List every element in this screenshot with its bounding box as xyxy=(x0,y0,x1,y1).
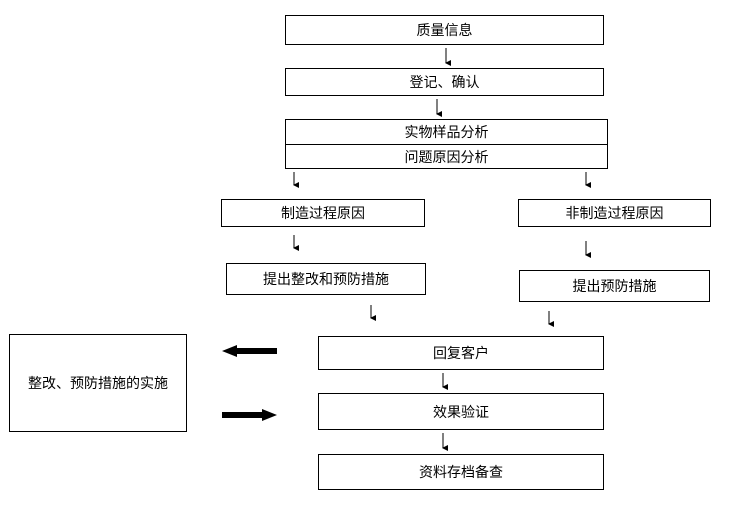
node-manufacturing-cause: 制造过程原因 xyxy=(221,199,425,227)
node-manufacturing-cause-label: 制造过程原因 xyxy=(281,206,365,222)
node-analysis-group: 实物样品分析 问题原因分析 xyxy=(285,119,608,169)
node-register-confirm-label: 登记、确认 xyxy=(409,75,480,91)
node-non-manufacturing-cause-label: 非制造过程原因 xyxy=(565,206,664,222)
node-implementation: 整改、预防措施的实施 xyxy=(9,334,187,432)
node-propose-preventive: 提出预防措施 xyxy=(519,270,710,302)
node-archive-for-reference: 资料存档备查 xyxy=(318,454,604,490)
node-problem-cause-analysis: 问题原因分析 xyxy=(286,145,607,169)
node-propose-corrective-preventive: 提出整改和预防措施 xyxy=(226,263,426,295)
thick-arrow-right xyxy=(222,409,277,421)
node-register-confirm: 登记、确认 xyxy=(285,68,604,96)
node-effect-verification-label: 效果验证 xyxy=(433,404,489,421)
node-quality-info: 质量信息 xyxy=(285,15,604,45)
node-effect-verification: 效果验证 xyxy=(318,393,604,430)
node-propose-corrective-preventive-label: 提出整改和预防措施 xyxy=(263,272,389,288)
node-propose-preventive-label: 提出预防措施 xyxy=(572,279,657,295)
node-divider xyxy=(286,144,607,145)
node-archive-for-reference-label: 资料存档备查 xyxy=(419,465,503,481)
node-physical-sample-analysis-label: 实物样品分析 xyxy=(404,125,489,141)
node-reply-customer: 回复客户 xyxy=(318,336,604,370)
node-quality-info-label: 质量信息 xyxy=(416,23,473,39)
node-problem-cause-analysis-label: 问题原因分析 xyxy=(404,150,489,166)
node-reply-customer-label: 回复客户 xyxy=(433,346,489,362)
node-non-manufacturing-cause: 非制造过程原因 xyxy=(518,199,711,227)
node-physical-sample-analysis: 实物样品分析 xyxy=(286,120,607,144)
thick-arrow-left xyxy=(222,345,277,357)
node-implementation-label: 整改、预防措施的实施 xyxy=(28,376,168,392)
